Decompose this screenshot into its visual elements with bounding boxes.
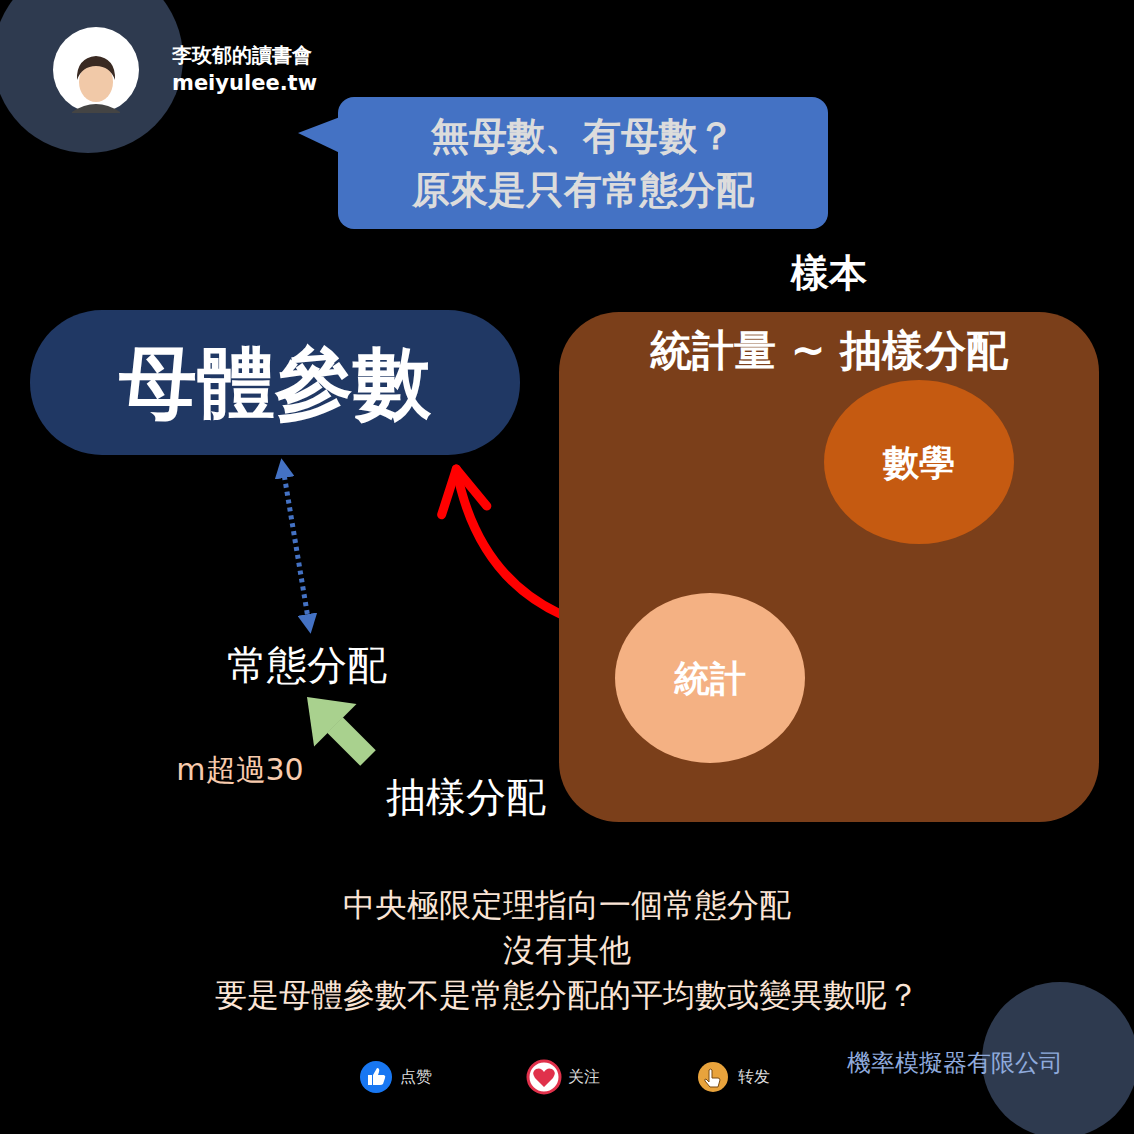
share-hand — [705, 1069, 720, 1087]
dotted-arrow — [283, 468, 309, 624]
avatar-hair — [77, 56, 115, 80]
company-watermark: 機率模擬器有限公司 — [847, 1048, 1063, 1078]
normal-distribution-label: 常態分配 — [227, 640, 387, 690]
green-arrow-shaft — [335, 725, 368, 758]
statistics-circle: 統計 — [615, 593, 805, 763]
node-text: 統計 — [674, 657, 746, 700]
follow-heart — [533, 1068, 555, 1087]
node-text: 數學 — [883, 441, 955, 484]
like-icon — [360, 1061, 392, 1093]
share-label: 转发 — [738, 1067, 770, 1087]
corner-disc — [0, 0, 183, 153]
circle-fill — [615, 593, 805, 763]
like-thumb — [368, 1068, 385, 1085]
node-text: 無母數、有母數？ 原來是只有常態分配 — [373, 109, 793, 217]
caption-line: 要是母體參數不是常態分配的平均數或變異數呢？ — [215, 975, 919, 1015]
avatar-body — [72, 104, 120, 113]
sampling-distribution-label: 抽樣分配 — [386, 772, 546, 822]
parameter-box: 母體參數 — [30, 310, 520, 455]
bubble-tail — [298, 117, 340, 153]
channel-url: meiyulee.tw — [172, 70, 317, 96]
follow-icon — [528, 1061, 560, 1093]
avatar-frame — [53, 27, 139, 113]
node-text: 統計量 ~ 抽樣分配 — [559, 326, 1099, 376]
sample-panel: 樣本統計量 ~ 抽樣分配數學統計 — [559, 312, 1099, 822]
sample-size-note: m超過30 — [176, 751, 303, 789]
caption-line: 中央極限定理指向一個常態分配 — [343, 885, 791, 925]
share-icon — [698, 1062, 728, 1092]
bubble-body — [338, 97, 828, 229]
caption-line: 沒有其他 — [503, 930, 631, 970]
green-arrow-head — [307, 697, 357, 747]
speech-bubble: 無母數、有母數？ 原來是只有常態分配 — [298, 97, 828, 229]
like-label: 点赞 — [400, 1067, 432, 1087]
channel-name: 李玫郁的讀書會 — [172, 43, 312, 68]
panel-title: 樣本 — [559, 250, 1099, 296]
math-circle: 數學 — [824, 380, 1014, 544]
arrowhead — [442, 469, 487, 515]
circle-fill — [824, 380, 1014, 544]
follow-label: 关注 — [568, 1067, 600, 1087]
node-text: 母體參數 — [119, 336, 431, 430]
